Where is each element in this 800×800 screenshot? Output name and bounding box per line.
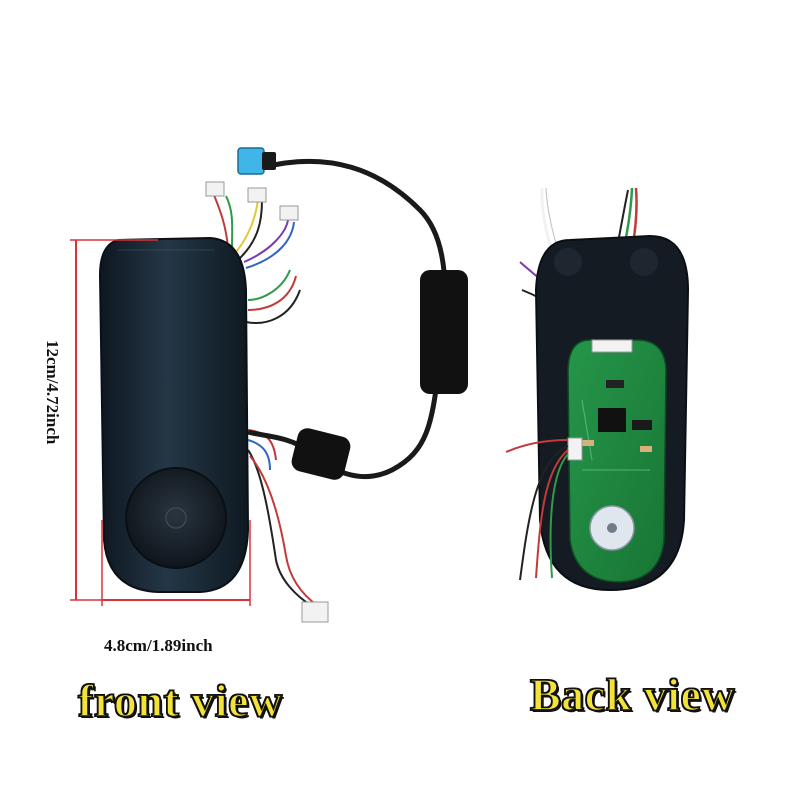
connector-icon bbox=[205, 181, 225, 197]
ferrite-core bbox=[291, 428, 351, 480]
front-view-caption: front view bbox=[77, 674, 283, 727]
chip-icon bbox=[598, 408, 626, 432]
connector-icon bbox=[247, 187, 267, 203]
connector-icon bbox=[279, 205, 299, 221]
connector-icon bbox=[301, 601, 329, 623]
connector-icon bbox=[567, 437, 583, 461]
height-dimension-label: 12cm/4.72inch bbox=[43, 340, 62, 445]
width-dimension-label: 4.8cm/1.89inch bbox=[104, 636, 213, 655]
power-button-icon bbox=[125, 467, 227, 569]
front-view-device bbox=[98, 181, 329, 623]
plug-connector-icon bbox=[237, 147, 265, 175]
dimension-lines bbox=[70, 239, 251, 606]
main-cable bbox=[237, 147, 468, 480]
back-view-caption: Back view bbox=[529, 668, 736, 721]
back-view-device bbox=[505, 187, 690, 592]
inline-module bbox=[420, 270, 468, 394]
connector-icon bbox=[591, 339, 633, 353]
